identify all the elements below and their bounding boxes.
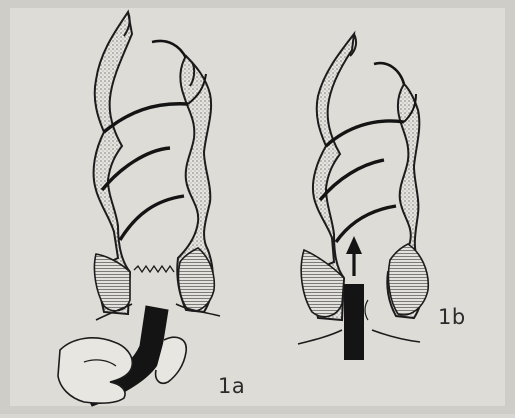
panel-label-1a: 1a (218, 374, 245, 398)
panel-label-1b: 1b (438, 305, 466, 329)
hand-1a (58, 338, 132, 403)
dilator-1b (344, 284, 364, 360)
